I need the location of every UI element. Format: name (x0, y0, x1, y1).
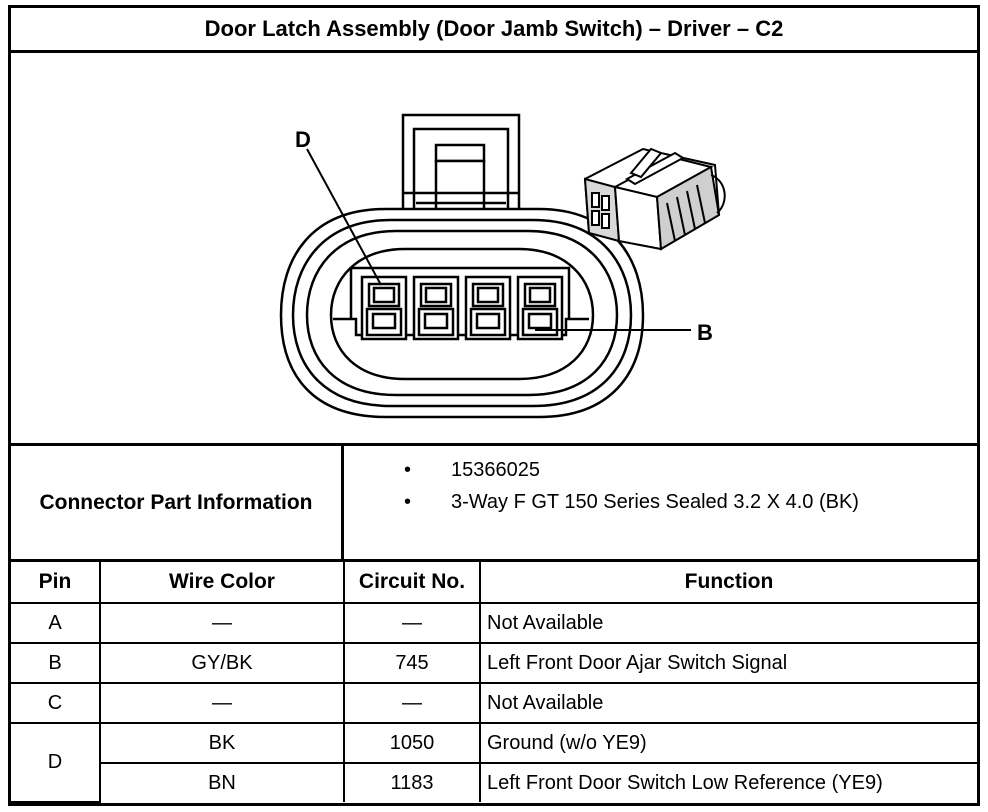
header-wire-color: Wire Color (99, 559, 345, 604)
pin-cell: A (11, 602, 101, 644)
function-cell: Not Available (479, 682, 977, 724)
cavity-d (360, 275, 408, 341)
connector-isometric-view (583, 147, 726, 251)
pin-table-header-row: Pin Wire Color Circuit No. Function (11, 559, 977, 604)
pin-table: Pin Wire Color Circuit No. Function A — … (11, 559, 977, 803)
part-number-item: • 15366025 (347, 454, 859, 486)
function-cell: Left Front Door Ajar Switch Signal (479, 642, 977, 684)
bullet-icon: • (404, 491, 412, 513)
table-row: BN 1183 Left Front Door Switch Low Refer… (11, 762, 977, 802)
connector-part-info: Connector Part Information • 15366025 • … (11, 443, 977, 559)
header-function: Function (479, 559, 977, 604)
connector-face-drawing: D B (279, 113, 726, 419)
pin-cell: B (11, 642, 101, 684)
table-row: A — — Not Available (11, 602, 977, 644)
connector-diagram: D B (11, 53, 977, 443)
table-row: C — — Not Available (11, 682, 977, 724)
connector-housing (279, 207, 645, 419)
locking-tab (401, 113, 521, 214)
function-cell: Ground (w/o YE9) (479, 722, 977, 764)
table-row: B GY/BK 745 Left Front Door Ajar Switch … (11, 642, 977, 684)
wire-color-cell: GY/BK (99, 642, 345, 684)
header-pin: Pin (11, 559, 101, 604)
terminal-cavities (360, 275, 564, 341)
wire-color-cell: BK (99, 722, 345, 764)
callout-lines (306, 148, 691, 331)
table-row: D BK 1050 Ground (w/o YE9) (11, 722, 977, 803)
callout-b-label: B (697, 320, 713, 345)
cavity-a (464, 275, 512, 341)
circuit-cell: — (343, 602, 481, 644)
connector-sheet: Door Latch Assembly (Door Jamb Switch) –… (8, 5, 980, 806)
connector-description: 3-Way F GT 150 Series Sealed 3.2 X 4.0 (… (451, 491, 859, 513)
page-title: Door Latch Assembly (Door Jamb Switch) –… (11, 8, 977, 53)
bullet-icon: • (404, 459, 412, 481)
header-circuit-no: Circuit No. (343, 559, 481, 604)
connector-part-info-label: Connector Part Information (11, 446, 344, 559)
pin-cell: C (11, 682, 101, 724)
circuit-cell: 745 (343, 642, 481, 684)
connector-part-info-list: • 15366025 • 3-Way F GT 150 Series Seale… (347, 454, 859, 518)
circuit-cell: 1183 (343, 762, 481, 802)
circuit-cell: — (343, 682, 481, 724)
function-cell: Not Available (479, 602, 977, 644)
pin-cell: D (11, 722, 101, 803)
cavity-c (412, 275, 460, 341)
function-cell: Left Front Door Switch Low Reference (YE… (479, 762, 977, 802)
part-number: 15366025 (451, 459, 540, 481)
wire-color-cell: — (99, 682, 345, 724)
connector-description-item: • 3-Way F GT 150 Series Sealed 3.2 X 4.0… (347, 486, 859, 518)
circuit-cell: 1050 (343, 722, 481, 764)
callout-d-label: D (295, 127, 311, 152)
wire-color-cell: — (99, 602, 345, 644)
wire-color-cell: BN (100, 762, 345, 802)
